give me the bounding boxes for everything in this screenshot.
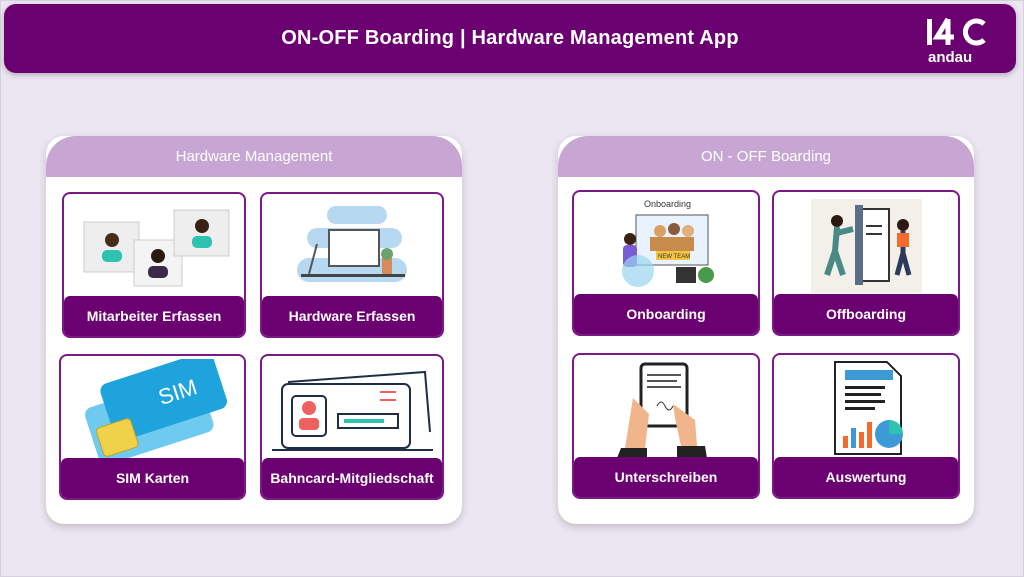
- hardware-management-panel: Hardware Management Mitarbeiter Erfassen: [46, 136, 462, 524]
- logo: andau: [927, 17, 986, 66]
- svg-text:andau: andau: [928, 49, 972, 66]
- sim-card-icon: SIM: [85, 359, 227, 459]
- desk-monitor-icon: [297, 206, 407, 282]
- card-label: Auswertung: [774, 457, 958, 497]
- card-label: Unterschreiben: [574, 457, 758, 497]
- card-onboarding[interactable]: Onboarding NEW TEAM Onboarding: [572, 190, 760, 336]
- card-unterschreiben[interactable]: Unterschreiben: [572, 353, 760, 499]
- on-off-boarding-panel: ON - OFF Boarding Onboarding NEW TEAM On…: [558, 136, 974, 524]
- card-mitarbeiter-erfassen[interactable]: Mitarbeiter Erfassen: [62, 192, 246, 338]
- card-sim-karten[interactable]: SIM SIM Karten: [59, 354, 246, 500]
- panel-title: ON - OFF Boarding: [558, 136, 974, 177]
- card-label: Bahncard-Mitgliedschaft: [262, 458, 442, 498]
- id-card-icon: [271, 370, 433, 451]
- report-chart-icon: [834, 361, 903, 455]
- onboarding-caption: Onboarding: [644, 199, 691, 209]
- app-title: ON-OFF Boarding | Hardware Management Ap…: [281, 27, 739, 49]
- door-exit-icon: [810, 199, 922, 293]
- tablet-sign-icon: [617, 362, 707, 458]
- card-label: Hardware Erfassen: [262, 296, 442, 336]
- card-bahncard-mitgliedschaft[interactable]: Bahncard-Mitgliedschaft: [260, 354, 444, 500]
- new-team-badge: NEW TEAM: [658, 254, 690, 260]
- card-label: SIM Karten: [61, 458, 244, 498]
- card-hardware-erfassen[interactable]: Hardware Erfassen: [260, 192, 444, 338]
- card-label: Offboarding: [774, 294, 958, 334]
- card-label: Mitarbeiter Erfassen: [64, 296, 244, 336]
- card-auswertung[interactable]: Auswertung: [772, 353, 960, 499]
- card-offboarding[interactable]: Offboarding: [772, 190, 960, 336]
- app-header: ON-OFF Boarding | Hardware Management Ap…: [4, 4, 1016, 73]
- card-label: Onboarding: [574, 294, 758, 334]
- panel-title: Hardware Management: [46, 136, 462, 177]
- people-icon: [83, 209, 230, 287]
- new-team-icon: Onboarding NEW TEAM: [622, 199, 714, 287]
